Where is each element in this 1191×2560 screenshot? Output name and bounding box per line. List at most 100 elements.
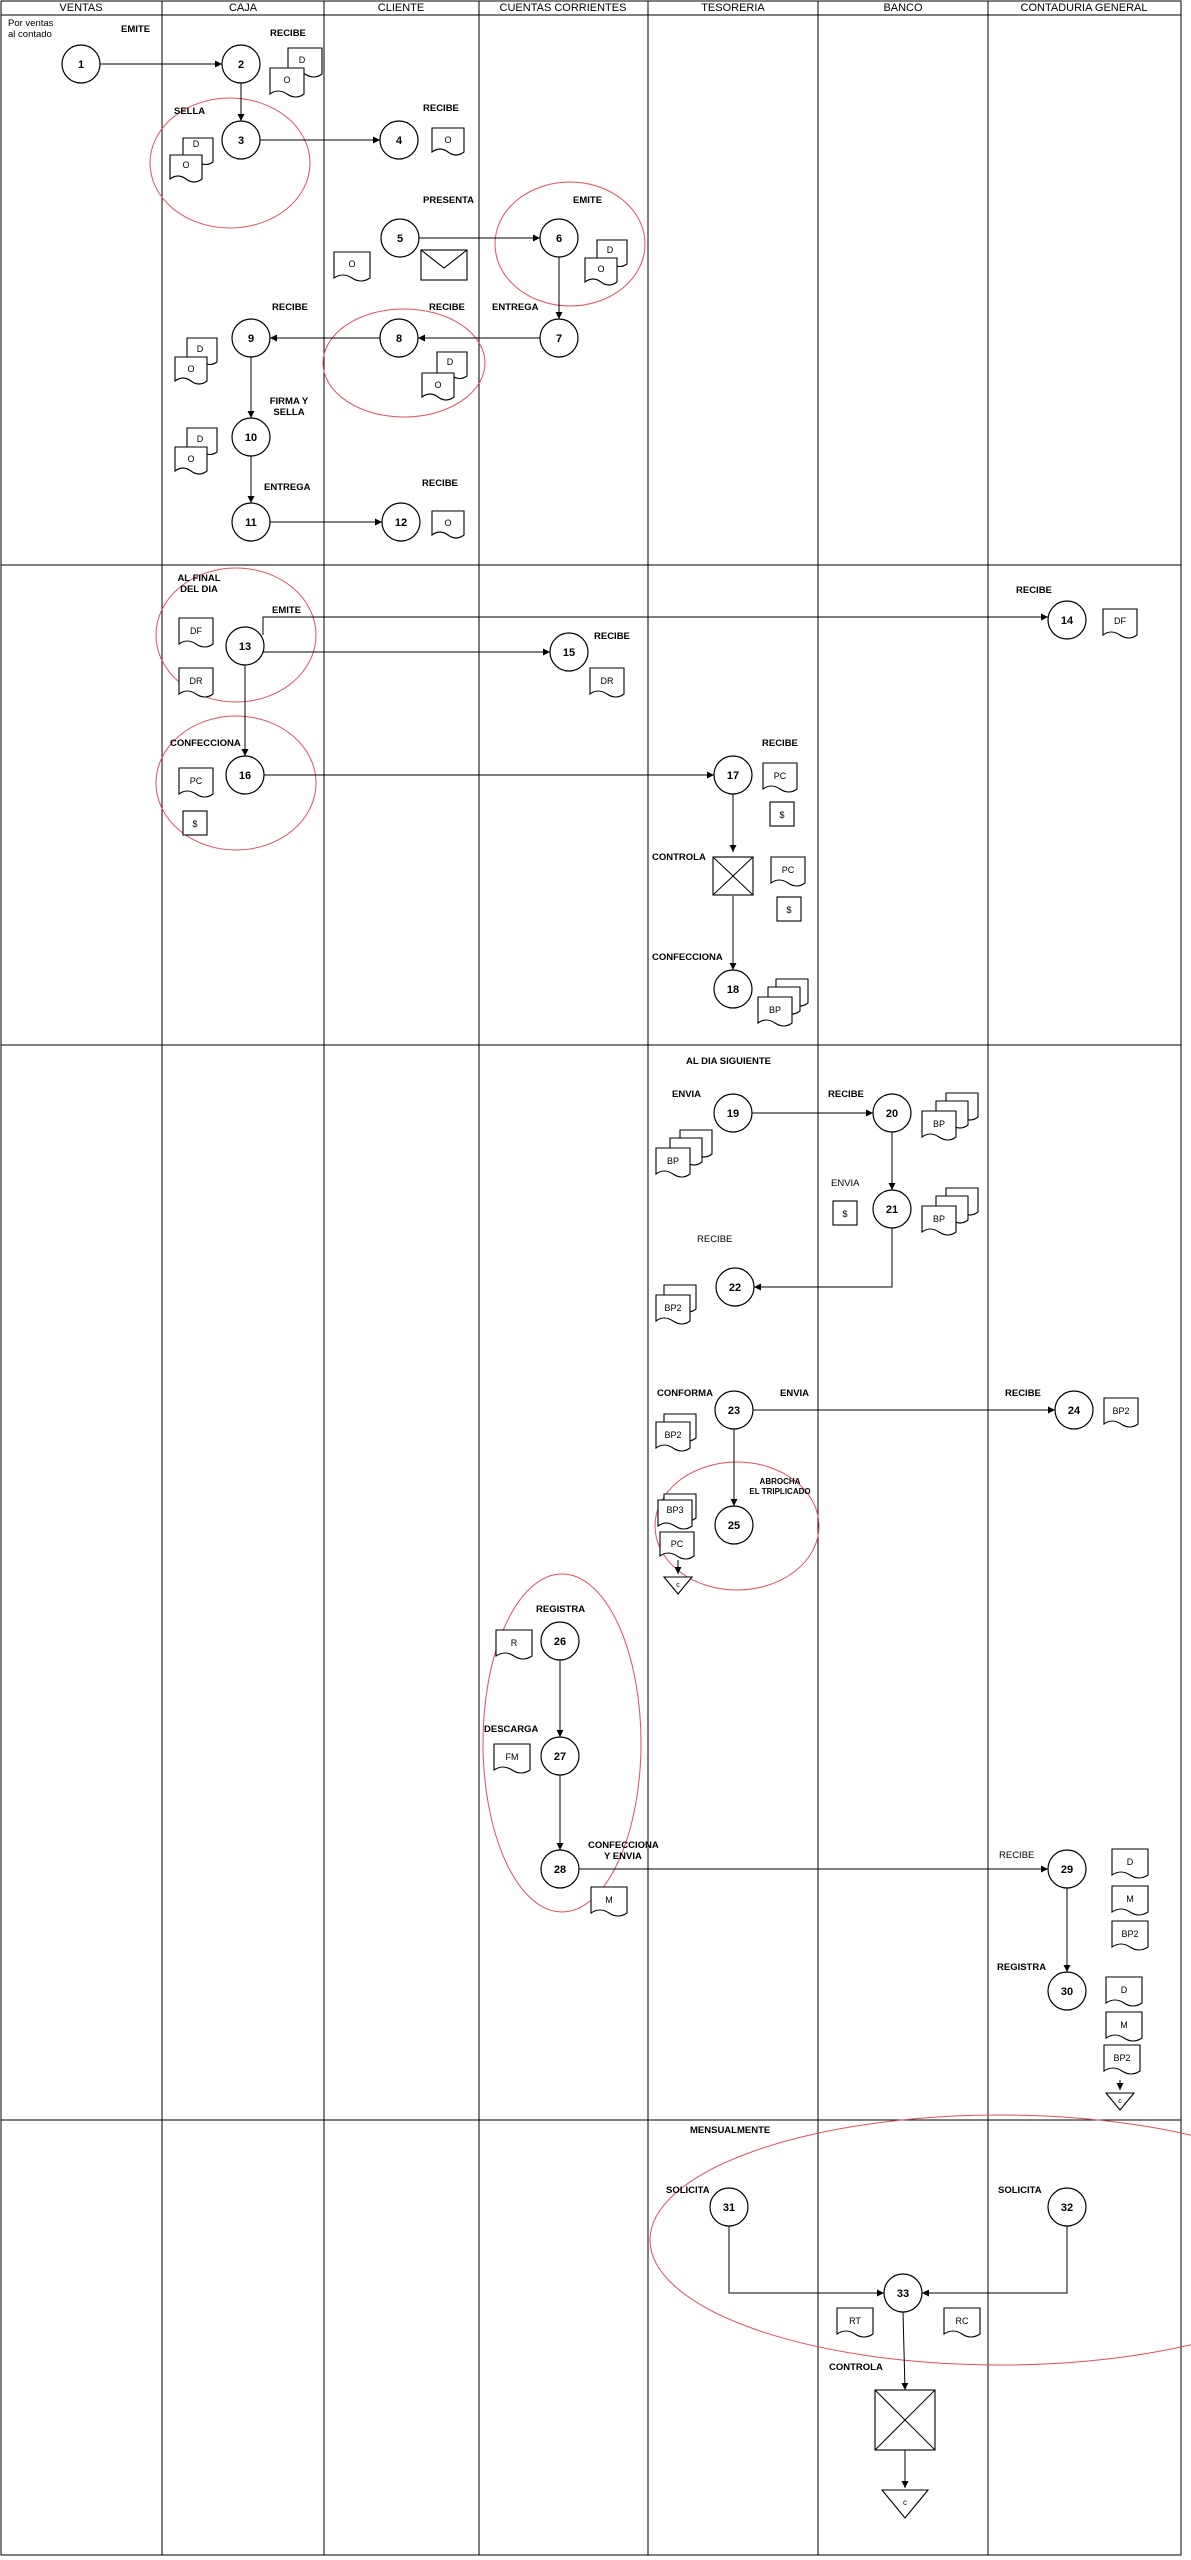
- document: DR: [178, 667, 214, 698]
- connectors: [100, 60, 1124, 2488]
- process-node-24: 24: [1054, 1390, 1094, 1430]
- highlight-ellipse: [149, 97, 311, 229]
- process-node-22: 22: [715, 1267, 755, 1307]
- connector: [728, 2226, 884, 2297]
- action-label: RECIBE: [1016, 585, 1052, 596]
- control-check-box: [712, 856, 754, 896]
- control-check-box: [874, 2389, 936, 2451]
- action-label: ENTREGA: [264, 482, 311, 493]
- connector: [901, 2311, 909, 2391]
- svg-text:29: 29: [1061, 1864, 1073, 1876]
- process-node-30: 30: [1047, 1971, 1087, 2011]
- process-node-25: 25: [714, 1505, 754, 1545]
- document-stack: BP: [921, 1092, 979, 1141]
- document: O: [431, 127, 465, 156]
- svg-text:PC: PC: [782, 865, 795, 875]
- action-label: SOLICITA: [666, 2185, 710, 2196]
- document: O: [333, 251, 371, 282]
- svg-text:21: 21: [886, 1204, 898, 1216]
- action-label: SOLICITA: [998, 2185, 1042, 2196]
- process-node-15: 15: [549, 632, 589, 672]
- svg-text:$: $: [786, 905, 791, 915]
- process-node-19: 19: [713, 1093, 753, 1133]
- document: PC: [178, 767, 214, 798]
- highlight-ellipse: [482, 1573, 642, 1913]
- action-label: SELLA: [273, 407, 304, 418]
- svg-text:3: 3: [238, 135, 244, 147]
- process-node-13: 13: [225, 626, 265, 666]
- document-stack: BP3: [657, 1493, 697, 1530]
- action-label: REGISTRA: [536, 1604, 585, 1615]
- document: RT: [836, 2307, 874, 2338]
- action-label: ENTREGA: [492, 302, 539, 313]
- svg-text:19: 19: [727, 1108, 739, 1120]
- process-node-11: 11: [231, 502, 271, 542]
- svg-text:O: O: [444, 518, 451, 528]
- ventas-note-line2: al contado: [8, 29, 52, 40]
- svg-text:D: D: [607, 245, 614, 255]
- svg-text:$: $: [842, 1209, 847, 1219]
- svg-text:DR: DR: [190, 676, 203, 686]
- action-label: RECIBE: [697, 1234, 732, 1245]
- svg-text:M: M: [605, 1895, 613, 1905]
- process-node-4: 4: [379, 120, 419, 160]
- lane-header-ventas: VENTAS: [59, 2, 102, 14]
- action-label: ENVIA: [780, 1388, 809, 1399]
- svg-text:4: 4: [396, 135, 403, 147]
- svg-text:DF: DF: [1114, 616, 1126, 626]
- terminators: c c c: [662, 1576, 1136, 2519]
- document: D: [1105, 1976, 1143, 2007]
- ventas-note-line1: Por ventas: [8, 18, 54, 29]
- document: O: [431, 510, 465, 539]
- action-label: AL DIA SIGUIENTE: [686, 1056, 771, 1067]
- svg-text:16: 16: [239, 770, 251, 782]
- lane-header-caja: CAJA: [229, 2, 258, 14]
- lane-header-banco: BANCO: [883, 2, 923, 14]
- action-label: AL FINAL: [177, 573, 220, 584]
- action-label: EL TRIPLICADO: [749, 1487, 810, 1496]
- lane-headers: VENTAS CAJA CLIENTE CUENTAS CORRIENTES T…: [59, 2, 1147, 14]
- svg-text:14: 14: [1061, 615, 1074, 627]
- svg-text:23: 23: [728, 1405, 740, 1417]
- action-label: CONFECCIONA: [588, 1840, 659, 1851]
- process-node-9: 9: [231, 318, 271, 358]
- svg-text:2: 2: [238, 59, 244, 71]
- process-node-12: 12: [381, 502, 421, 542]
- svg-text:DR: DR: [601, 676, 614, 686]
- cash-box: $: [776, 896, 802, 922]
- highlight-ellipses: [149, 97, 1191, 2366]
- cash-box: $: [182, 810, 208, 836]
- connector: [754, 1228, 893, 1291]
- svg-text:24: 24: [1068, 1405, 1081, 1417]
- svg-text:PC: PC: [774, 771, 787, 781]
- svg-text:BP: BP: [667, 1156, 679, 1166]
- action-label: CONTROLA: [829, 2362, 883, 2373]
- svg-text:31: 31: [723, 2202, 735, 2214]
- process-node-29: 29: [1047, 1849, 1087, 1889]
- svg-text:$: $: [779, 810, 784, 820]
- archive-triangle: c: [880, 2489, 930, 2519]
- process-node-21: 21: [872, 1189, 912, 1229]
- control-checks: [712, 856, 936, 2451]
- svg-text:1: 1: [78, 59, 84, 71]
- document-stack: D O: [421, 351, 468, 401]
- svg-text:30: 30: [1061, 1986, 1073, 1998]
- document-stack: BP2: [655, 1413, 697, 1452]
- svg-text:BP: BP: [933, 1119, 945, 1129]
- document-stack: BP2: [655, 1284, 697, 1325]
- svg-text:BP2: BP2: [1121, 1929, 1138, 1939]
- svg-text:$: $: [192, 819, 197, 829]
- svg-text:D: D: [447, 357, 454, 367]
- document-stack: D O: [174, 427, 218, 475]
- svg-text:D: D: [197, 434, 204, 444]
- svg-text:M: M: [1120, 2020, 1128, 2030]
- svg-text:22: 22: [729, 1282, 741, 1294]
- svg-text:BP2: BP2: [1112, 1406, 1129, 1416]
- document: D: [1111, 1848, 1149, 1879]
- svg-text:28: 28: [554, 1864, 566, 1876]
- process-node-20: 20: [872, 1093, 912, 1133]
- cash-box: $: [832, 1200, 858, 1226]
- process-node-5: 5: [380, 218, 420, 258]
- action-label: RECIBE: [272, 302, 308, 313]
